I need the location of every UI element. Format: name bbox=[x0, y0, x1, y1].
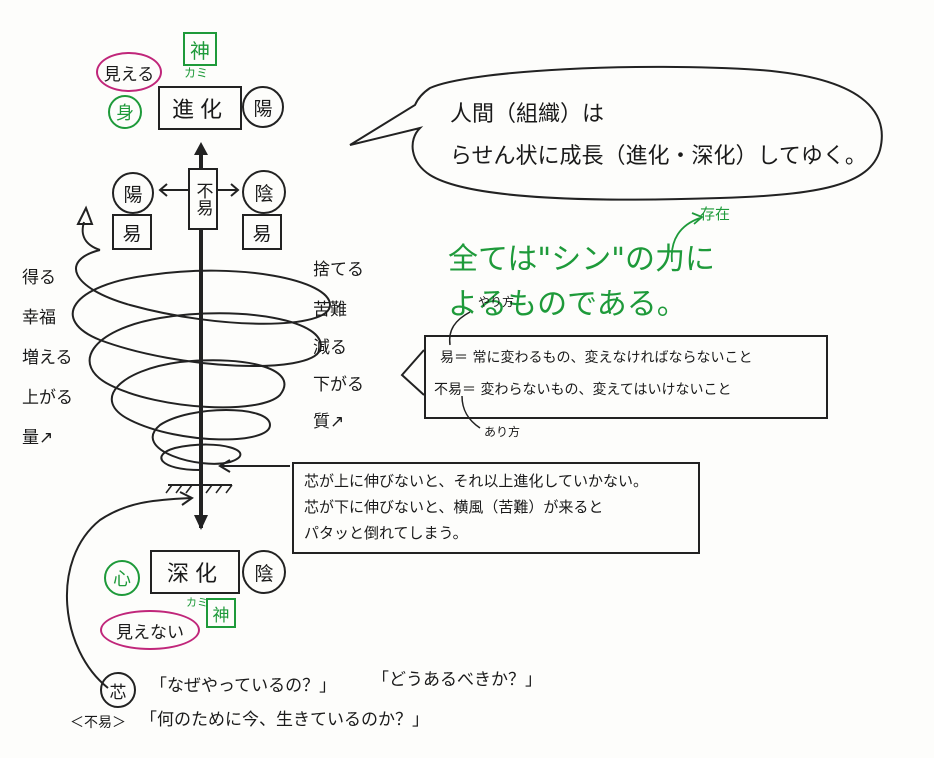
arikata-label: あり方 bbox=[484, 425, 521, 439]
yang-circle-top: 陽 bbox=[242, 86, 284, 128]
yin-circle-right: 陰 bbox=[242, 170, 286, 214]
axis-arrow-down bbox=[194, 515, 208, 530]
speech-bubble bbox=[349, 65, 883, 201]
fueki-tag: ＜不易＞ bbox=[70, 715, 126, 731]
evolution-box: 進化 bbox=[158, 86, 242, 130]
kami-label-bottom: 神 bbox=[212, 605, 230, 626]
bubble-line-2: らせん状に成長（進化・深化）してゆく。 bbox=[450, 144, 867, 169]
kami-reading-top: カミ bbox=[184, 66, 209, 80]
left-item-gain: 得る bbox=[22, 268, 56, 288]
shin-circle-body: 身 bbox=[108, 95, 142, 129]
kami-box-bottom: 神 bbox=[206, 598, 236, 628]
root-explanation-box: 芯が上に伸びないと、それ以上進化していかない。 芯が下に伸びないと、横風（苦難）… bbox=[292, 462, 700, 554]
shin-body-label: 身 bbox=[116, 103, 134, 124]
left-item-rise: 上がる bbox=[22, 388, 73, 408]
green-line-1: 全ては"シン"の力に bbox=[448, 242, 715, 277]
fueki-box-center: 不易 bbox=[188, 168, 218, 230]
mieru-oval: 見える bbox=[96, 52, 162, 92]
yin-circle-bottom: 陰 bbox=[242, 550, 286, 594]
yin-label-right: 陰 bbox=[254, 182, 274, 205]
left-item-happiness: 幸福 bbox=[22, 308, 56, 328]
question-why: 「なぜやっているの？」 bbox=[150, 676, 337, 696]
green-line-2: よるものである。 bbox=[448, 287, 687, 322]
right-item-decrease: 減る bbox=[313, 338, 347, 358]
yin-label-bottom: 陰 bbox=[254, 562, 274, 585]
left-item-quantity: 量↗ bbox=[22, 428, 54, 448]
evolution-label: 進化 bbox=[171, 98, 228, 123]
definition-fueki: 不易＝ 変わらないもの、変えてはいけないこと bbox=[434, 382, 732, 398]
question-purpose: 「何のために今、生きているのか？」 bbox=[140, 710, 429, 730]
yarikata-label: やり方 bbox=[478, 295, 515, 309]
kokoro-label: 心 bbox=[113, 569, 131, 590]
root-line-1: 芯が上に伸びないと、それ以上進化していかない。 bbox=[304, 472, 648, 490]
deepening-label: 深化 bbox=[166, 562, 223, 587]
fueki-label-center: 不易 bbox=[192, 182, 213, 216]
deepening-box: 深化 bbox=[150, 550, 240, 594]
eki-label-left: 易 bbox=[122, 222, 142, 245]
spiral-arrow bbox=[76, 205, 94, 225]
yang-label-top: 陽 bbox=[253, 97, 273, 120]
yang-circle-left: 陽 bbox=[112, 172, 154, 214]
eki-box-left: 易 bbox=[112, 214, 152, 250]
eki-box-right: 易 bbox=[242, 214, 282, 250]
root-line-3: パタッと倒れてしまう。 bbox=[304, 524, 468, 542]
kami-reading-bottom: カミ bbox=[186, 596, 208, 609]
core-circle: 芯 bbox=[100, 672, 136, 708]
definition-eki: 易＝ 常に変わるもの、変えなければならないこと bbox=[440, 350, 753, 366]
spiral bbox=[71, 249, 332, 471]
definition-box: 易＝ 常に変わるもの、変えなければならないこと 不易＝ 変わらないもの、変えては… bbox=[424, 335, 828, 419]
question-how-should: 「どうあるべきか？」 bbox=[372, 670, 542, 690]
eki-label-right: 易 bbox=[252, 222, 272, 245]
kokoro-circle: 心 bbox=[104, 560, 140, 596]
left-item-increase: 増える bbox=[22, 348, 73, 368]
bubble-line-1: 人間（組織）は bbox=[450, 102, 605, 127]
mieru-label: 見える bbox=[103, 64, 155, 85]
right-item-fall: 下がる bbox=[313, 375, 364, 395]
mienai-label: 見えない bbox=[116, 622, 184, 643]
core-arrow bbox=[65, 497, 191, 689]
right-item-hardship: 苦難 bbox=[313, 300, 347, 320]
axis-arrow-up bbox=[194, 142, 208, 155]
sonzai-label: 存在 bbox=[700, 205, 731, 223]
right-item-discard: 捨てる bbox=[313, 260, 364, 280]
right-item-quality: 質↗ bbox=[313, 412, 345, 432]
def-box-pointer bbox=[400, 349, 425, 396]
root-line-2: 芯が下に伸びないと、横風（苦難）が来ると bbox=[304, 498, 604, 516]
kami-box-top: 神 bbox=[183, 32, 217, 66]
yang-label-left: 陽 bbox=[123, 183, 143, 206]
core-label: 芯 bbox=[109, 682, 127, 703]
kami-label-top: 神 bbox=[190, 38, 210, 63]
mienai-oval: 見えない bbox=[100, 610, 200, 650]
